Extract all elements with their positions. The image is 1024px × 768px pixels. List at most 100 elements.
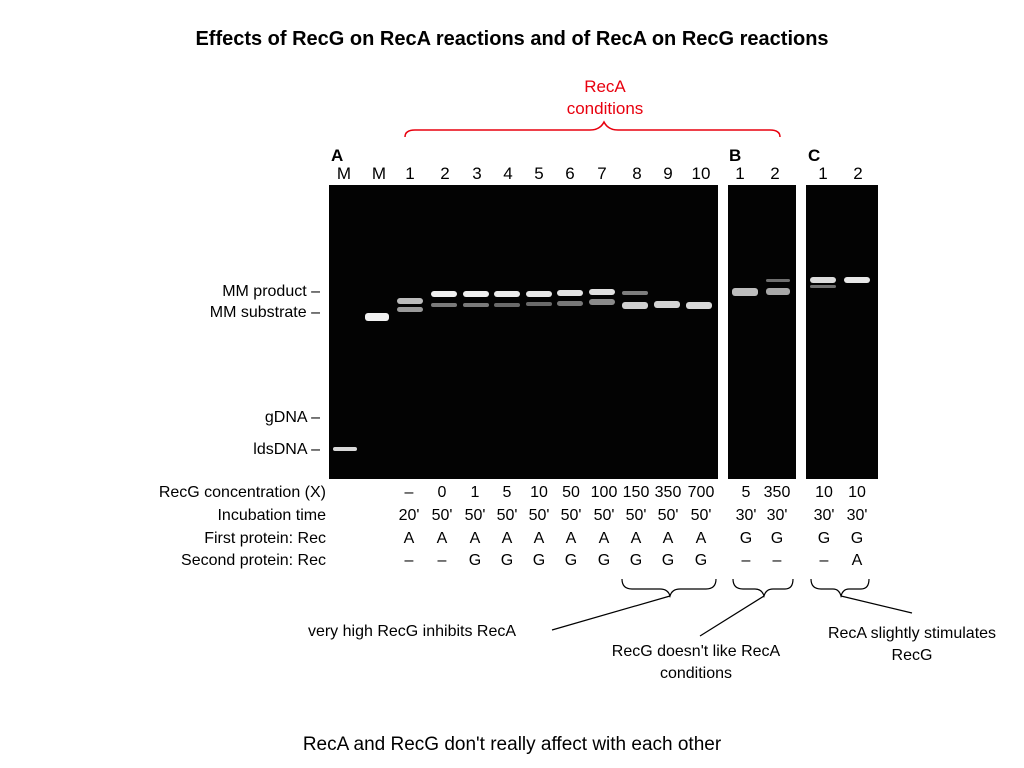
lane-label: M	[371, 164, 387, 183]
gel-band	[766, 279, 790, 282]
row-label: RecG concentration (X)	[158, 484, 326, 501]
gel-band	[397, 307, 423, 312]
slide-footer: RecA and RecG don't really affect with e…	[302, 734, 722, 755]
pointer-inhibits	[551, 595, 671, 631]
marker-mm-product: MM product –	[222, 283, 320, 300]
panel-b-letter: B	[729, 146, 742, 165]
gel-band	[844, 277, 870, 283]
marker-ldsdna: ldsDNA –	[253, 441, 320, 458]
panel-c-letter: C	[808, 146, 821, 165]
table-cell: 1	[470, 484, 480, 501]
table-cell: A	[598, 530, 610, 547]
gel-band	[622, 302, 648, 309]
table-cell: 100	[590, 484, 618, 501]
gel-band	[589, 299, 615, 305]
lane-label: 1	[818, 164, 828, 183]
table-cell: A	[501, 530, 513, 547]
gel-band	[333, 447, 357, 451]
table-cell: A	[851, 552, 863, 569]
gel-band	[463, 291, 489, 297]
marker-gdna: gDNA –	[264, 409, 320, 426]
table-cell: 50'	[431, 507, 453, 524]
table-cell: 50'	[657, 507, 679, 524]
lane-label: 2	[440, 164, 450, 183]
note-doesnt-like: RecG doesn't like RecA conditions	[611, 643, 781, 682]
gel-band	[397, 298, 423, 304]
table-cell: 50'	[690, 507, 712, 524]
gel-band	[686, 302, 712, 309]
gel-band	[494, 291, 520, 297]
table-cell: 50'	[560, 507, 582, 524]
table-cell: A	[630, 530, 642, 547]
lane-label: 6	[565, 164, 575, 183]
table-cell: 50'	[625, 507, 647, 524]
gel-band	[431, 291, 457, 297]
table-cell: G	[661, 552, 675, 569]
lane-label: 8	[632, 164, 642, 183]
slide-title: Effects of RecG on RecA reactions and of…	[195, 28, 829, 50]
table-cell: 30'	[846, 507, 868, 524]
table-cell: G	[564, 552, 578, 569]
row-label: Second protein: Rec	[181, 552, 326, 569]
gel-band	[463, 303, 489, 307]
table-cell: 50'	[464, 507, 486, 524]
brace-panel-b	[732, 578, 794, 599]
table-cell: 30'	[813, 507, 835, 524]
table-cell: 20'	[398, 507, 420, 524]
lane-label: M	[336, 164, 352, 183]
table-cell: 50'	[496, 507, 518, 524]
table-cell: 50'	[593, 507, 615, 524]
table-cell: 50	[562, 484, 580, 501]
table-cell: 150	[622, 484, 650, 501]
gel-band	[526, 302, 552, 306]
lane-label: 10	[691, 164, 711, 183]
table-cell: A	[533, 530, 545, 547]
table-cell: –	[819, 552, 829, 569]
table-cell: A	[403, 530, 415, 547]
lane-label: 3	[472, 164, 482, 183]
gel-band	[526, 291, 552, 297]
lane-label: 2	[770, 164, 780, 183]
gel-band	[810, 285, 836, 288]
table-cell: 5	[741, 484, 751, 501]
marker-mm-substrate: MM substrate –	[209, 304, 320, 321]
lane-label: 7	[597, 164, 607, 183]
lane-label: 1	[735, 164, 745, 183]
lane-label: 4	[503, 164, 513, 183]
brace-lanes-8-10	[621, 578, 717, 599]
lane-label: 2	[853, 164, 863, 183]
table-cell: G	[500, 552, 514, 569]
table-cell: 30'	[735, 507, 757, 524]
pointer-doesnt-like	[699, 595, 765, 637]
gel-band	[365, 313, 389, 321]
row-label: Incubation time	[217, 507, 326, 524]
lane-label: 5	[534, 164, 544, 183]
table-cell: 350	[763, 484, 791, 501]
reca-conditions-text: RecA conditions	[566, 77, 644, 118]
panel-a-letter: A	[331, 146, 344, 165]
table-cell: A	[695, 530, 707, 547]
table-cell: 10	[848, 484, 866, 501]
table-cell: G	[739, 530, 753, 547]
table-cell: –	[741, 552, 751, 569]
note-inhibits: very high RecG inhibits RecA	[307, 623, 517, 640]
reca-conditions-brace	[404, 120, 781, 138]
table-cell: A	[565, 530, 577, 547]
table-cell: 700	[687, 484, 715, 501]
gel-band	[431, 303, 457, 307]
gel-panel-c	[806, 185, 878, 479]
table-cell: A	[662, 530, 674, 547]
brace-panel-c	[810, 578, 870, 599]
gel-band	[766, 288, 790, 295]
table-cell: 0	[437, 484, 447, 501]
gel-panel-a	[329, 185, 718, 479]
table-cell: –	[437, 552, 447, 569]
gel-band	[654, 301, 680, 308]
gel-panel-b	[728, 185, 796, 479]
table-cell: 10	[530, 484, 548, 501]
table-cell: G	[468, 552, 482, 569]
gel-band	[810, 277, 836, 283]
table-cell: G	[629, 552, 643, 569]
pointer-stimulates	[840, 595, 913, 614]
